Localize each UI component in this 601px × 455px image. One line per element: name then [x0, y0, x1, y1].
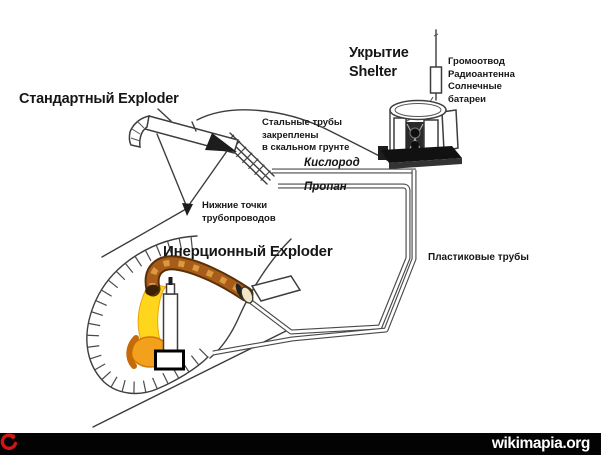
descending-pipe: [212, 170, 417, 356]
shelter-label: Укрытие Shelter: [349, 45, 409, 80]
footer-brand: wikimapia.org: [491, 435, 591, 452]
oxygen-label: Кислород: [304, 157, 360, 169]
shelter-device: [378, 29, 462, 169]
watermark-bar: wikimapia.org: [0, 433, 601, 455]
nozzle-cap: [240, 286, 254, 304]
low-point-arrow: [182, 203, 193, 216]
support-post: [162, 293, 179, 352]
propane-pipe: [249, 184, 410, 334]
cavern-wall: [86, 235, 292, 395]
elbow-outlet: [145, 284, 159, 296]
support-line-left: [156, 133, 187, 206]
propane-label: Пропан: [304, 181, 347, 193]
plastic-pipes-label: Пластиковые трубы: [428, 252, 529, 263]
lightning-rod-box: [429, 66, 443, 94]
steel-pipes-label: Стальные трубы закреплены в скальном гру…: [262, 117, 350, 153]
nozzle-deflector-plate: [250, 275, 302, 302]
platform-edge: [389, 158, 462, 169]
machinery-wheel: [409, 127, 421, 139]
elbow-pipe-body: [146, 257, 252, 300]
side-door: [441, 109, 459, 152]
post-cap: [165, 283, 176, 295]
left-slope-line: [101, 208, 187, 258]
wikimapia-logo-icon: [0, 433, 18, 451]
tube-tick: [191, 121, 197, 132]
base-box: [154, 349, 185, 371]
cannon-muzzle: [128, 115, 150, 148]
lava-crescent: [126, 335, 139, 369]
standard-exploder-label: Стандартный Exploder: [19, 91, 179, 107]
inertial-exploder-device: [126, 255, 254, 371]
mast-equipment-label: Громоотвод Радиоантенна Солнечные батаре…: [448, 56, 515, 105]
gas-pipes: [212, 168, 417, 356]
inertial-exploder-label: Инерционный Exploder: [163, 243, 333, 260]
hill-surface-line: [196, 109, 390, 162]
descending-pipe: [212, 170, 416, 355]
exploder-diagram: [86, 29, 462, 428]
low-points-label: Нижние точки трубопроводов: [202, 200, 276, 224]
standard-exploder-device: [128, 108, 239, 216]
post-nub: [168, 277, 173, 285]
label-pointer-line: [157, 108, 172, 122]
cavern-inner-wall: [209, 238, 292, 359]
platform-top: [381, 146, 462, 163]
cannon-breech: [205, 133, 237, 152]
support-line-right: [188, 150, 228, 206]
